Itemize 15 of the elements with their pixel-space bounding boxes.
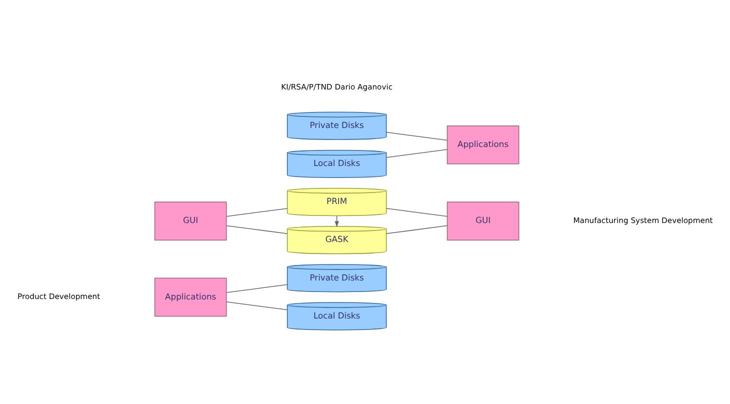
node-box: GUI xyxy=(446,202,520,240)
label: Manufacturing System Development xyxy=(573,216,713,225)
node-box: Applications xyxy=(154,278,227,317)
connector xyxy=(386,149,448,158)
node-box: Applications xyxy=(446,125,520,164)
connector xyxy=(386,225,448,234)
connector xyxy=(226,208,288,217)
node-box: GUI xyxy=(154,202,227,240)
label: KI/RSA/P/TND Dario Aganovic xyxy=(281,82,393,92)
connector xyxy=(386,132,448,141)
label: Product Development xyxy=(18,292,100,302)
connector xyxy=(226,301,288,310)
connector xyxy=(226,284,288,293)
connector xyxy=(226,225,288,234)
connector xyxy=(386,208,448,217)
